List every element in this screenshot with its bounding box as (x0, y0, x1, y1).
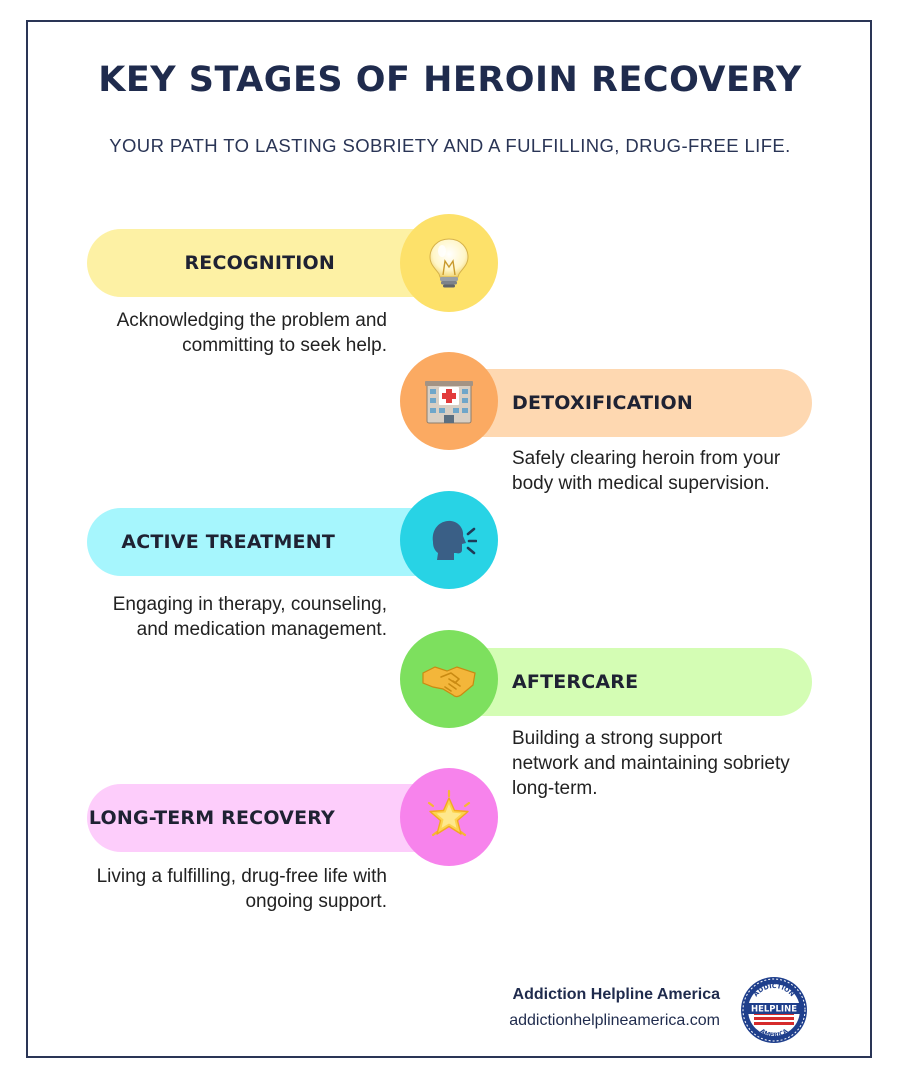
logo-text: HELPLINE (751, 1005, 797, 1015)
stage-label: LONG-TERM RECOVERY (88, 807, 335, 829)
stage-label: ACTIVE TREATMENT (121, 531, 335, 553)
brand-name: Addiction Helpline America (512, 986, 720, 1003)
svg-text:AMERICA: AMERICA (759, 1027, 790, 1039)
hospital-icon (425, 381, 473, 424)
stage-label: DETOXIFICATION (512, 392, 694, 414)
stage-description: Safely clearing heroin from your body wi… (512, 448, 781, 494)
stage-recognition-pill: RECOGNITION (87, 229, 447, 297)
stage-detoxification-pill: DETOXIFICATION (450, 369, 812, 437)
stage-active-treatment-pill: ACTIVE TREATMENT (87, 508, 447, 576)
stage-recognition-circle (400, 214, 498, 312)
page-subtitle: YOUR PATH TO LASTING SOBRIETY AND A FULF… (109, 135, 791, 156)
handshake-icon (422, 666, 476, 698)
stage-aftercare-circle (400, 630, 498, 728)
helpline-badge-icon: HELPLINE ADDICTION AMERICA (741, 977, 807, 1043)
lightbulb-icon (429, 238, 469, 288)
stage-description: Engaging in therapy, counseling, and med… (112, 594, 387, 640)
stage-label: RECOGNITION (184, 252, 335, 274)
glowing-star-icon (427, 789, 471, 837)
stage-detoxification-circle (400, 352, 498, 450)
speaking-head-icon (432, 520, 477, 560)
brand-url[interactable]: addictionhelplineamerica.com (509, 1012, 720, 1029)
page-title: KEY STAGES OF HEROIN RECOVERY (98, 60, 802, 100)
stage-aftercare-pill: AFTERCARE (450, 648, 812, 716)
stage-label: AFTERCARE (512, 671, 639, 693)
stage-long-term-recovery-circle (400, 768, 498, 866)
stage-description: Living a fulfilling, drug-free life with… (96, 866, 387, 912)
stage-description: Building a strong support network and ma… (512, 728, 790, 799)
stage-description: Acknowledging the problem and committing… (116, 310, 387, 356)
stage-active-treatment-circle (400, 491, 498, 589)
logo-arc-bottom: AMERICA (759, 1027, 790, 1039)
stage-long-term-recovery-pill: LONG-TERM RECOVERY (87, 784, 447, 852)
